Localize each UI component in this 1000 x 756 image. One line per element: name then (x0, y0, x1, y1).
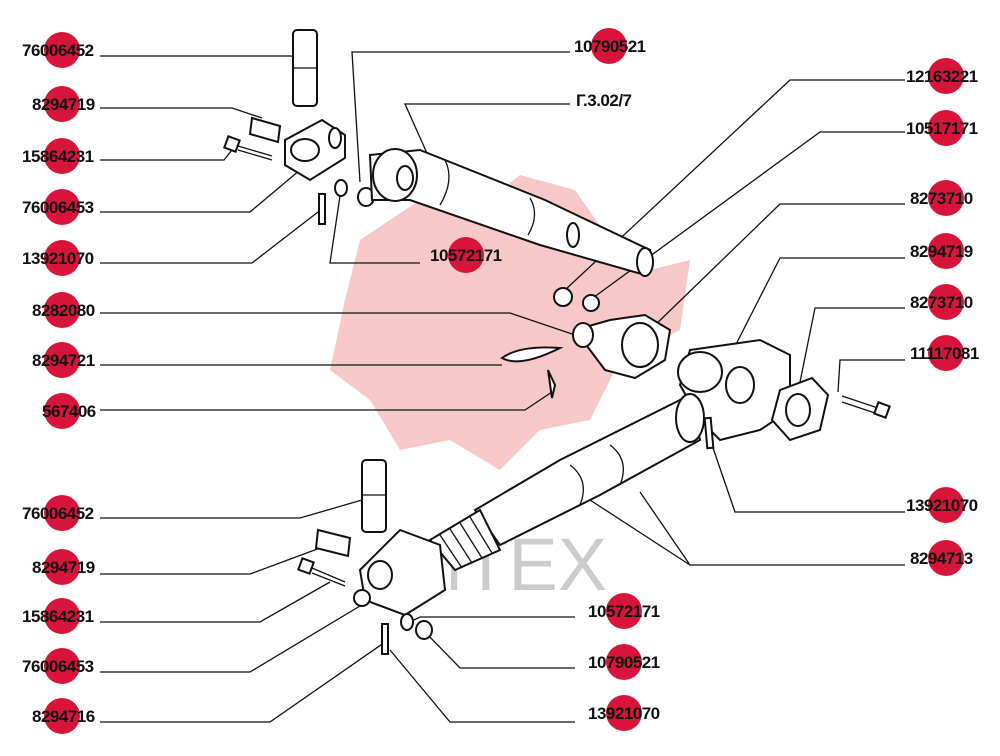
part-number-label: 567406 (42, 402, 96, 421)
gasket (770, 376, 830, 442)
part-number-label: 13921070 (22, 249, 94, 268)
label-badges (44, 28, 964, 734)
small-pin-top (248, 116, 282, 144)
bolt-right (841, 395, 891, 419)
flange-bracket (572, 313, 672, 380)
part-number-label: 13921070 (906, 496, 978, 515)
part-number-label: 10572171 (588, 602, 660, 621)
part-number-label: 8294719 (910, 242, 973, 261)
part-number-label: 10572171 (430, 246, 502, 265)
part-number-label: 76006453 (22, 657, 94, 676)
bolt-bottom (297, 557, 346, 587)
right-housing (677, 338, 791, 442)
part-number-label: 76006452 (22, 41, 94, 60)
parts-drawings (223, 29, 891, 655)
part-number-label: 8282080 (32, 301, 95, 320)
part-number-label: 10790521 (588, 653, 660, 672)
lower-cylinder (428, 393, 705, 572)
part-number-label: 15864231 (22, 607, 94, 626)
washer-top (334, 179, 348, 197)
small-pin-bottom (314, 528, 352, 558)
bolt-top (223, 135, 273, 161)
part-number-label: 76006452 (22, 504, 94, 523)
part-number-label: 10517171 (906, 119, 978, 138)
part-number-label: 8294719 (32, 558, 95, 577)
part-number-label: 76006453 (22, 198, 94, 217)
part-number-label: 8273710 (910, 189, 973, 208)
washer-middle (582, 294, 600, 312)
cotter-pin (500, 346, 564, 363)
washer-bottom (400, 613, 414, 631)
nut-bottom (415, 620, 433, 640)
split-pin (547, 369, 557, 399)
spring-pin-bottom (381, 623, 389, 655)
part-number-label: 11117081 (910, 344, 979, 363)
spring-pin-top (318, 193, 326, 225)
drawing-reference-label: Г.3.02/7 (576, 91, 632, 110)
part-number-label: 13921070 (588, 704, 660, 723)
part-number-label: 8294716 (32, 707, 95, 726)
part-labels: 76006452 8294719 15864231 76006453 13921… (22, 37, 979, 726)
yoke-bottom (353, 528, 447, 617)
nut-middle (553, 287, 573, 307)
part-number-label: 8294721 (32, 351, 95, 370)
pin-top (292, 29, 318, 107)
part-number-label: 15864231 (22, 147, 94, 166)
yoke-top (284, 118, 346, 182)
part-number-label: 10790521 (574, 37, 646, 56)
part-number-label: 8273710 (910, 293, 973, 312)
part-number-label: 8294713 (910, 549, 973, 568)
pin-bottom (361, 459, 387, 533)
spring-pin-right (703, 416, 715, 450)
part-number-label: 12163221 (906, 67, 978, 86)
part-number-label: 8294719 (32, 95, 95, 114)
upper-rod (368, 148, 654, 277)
